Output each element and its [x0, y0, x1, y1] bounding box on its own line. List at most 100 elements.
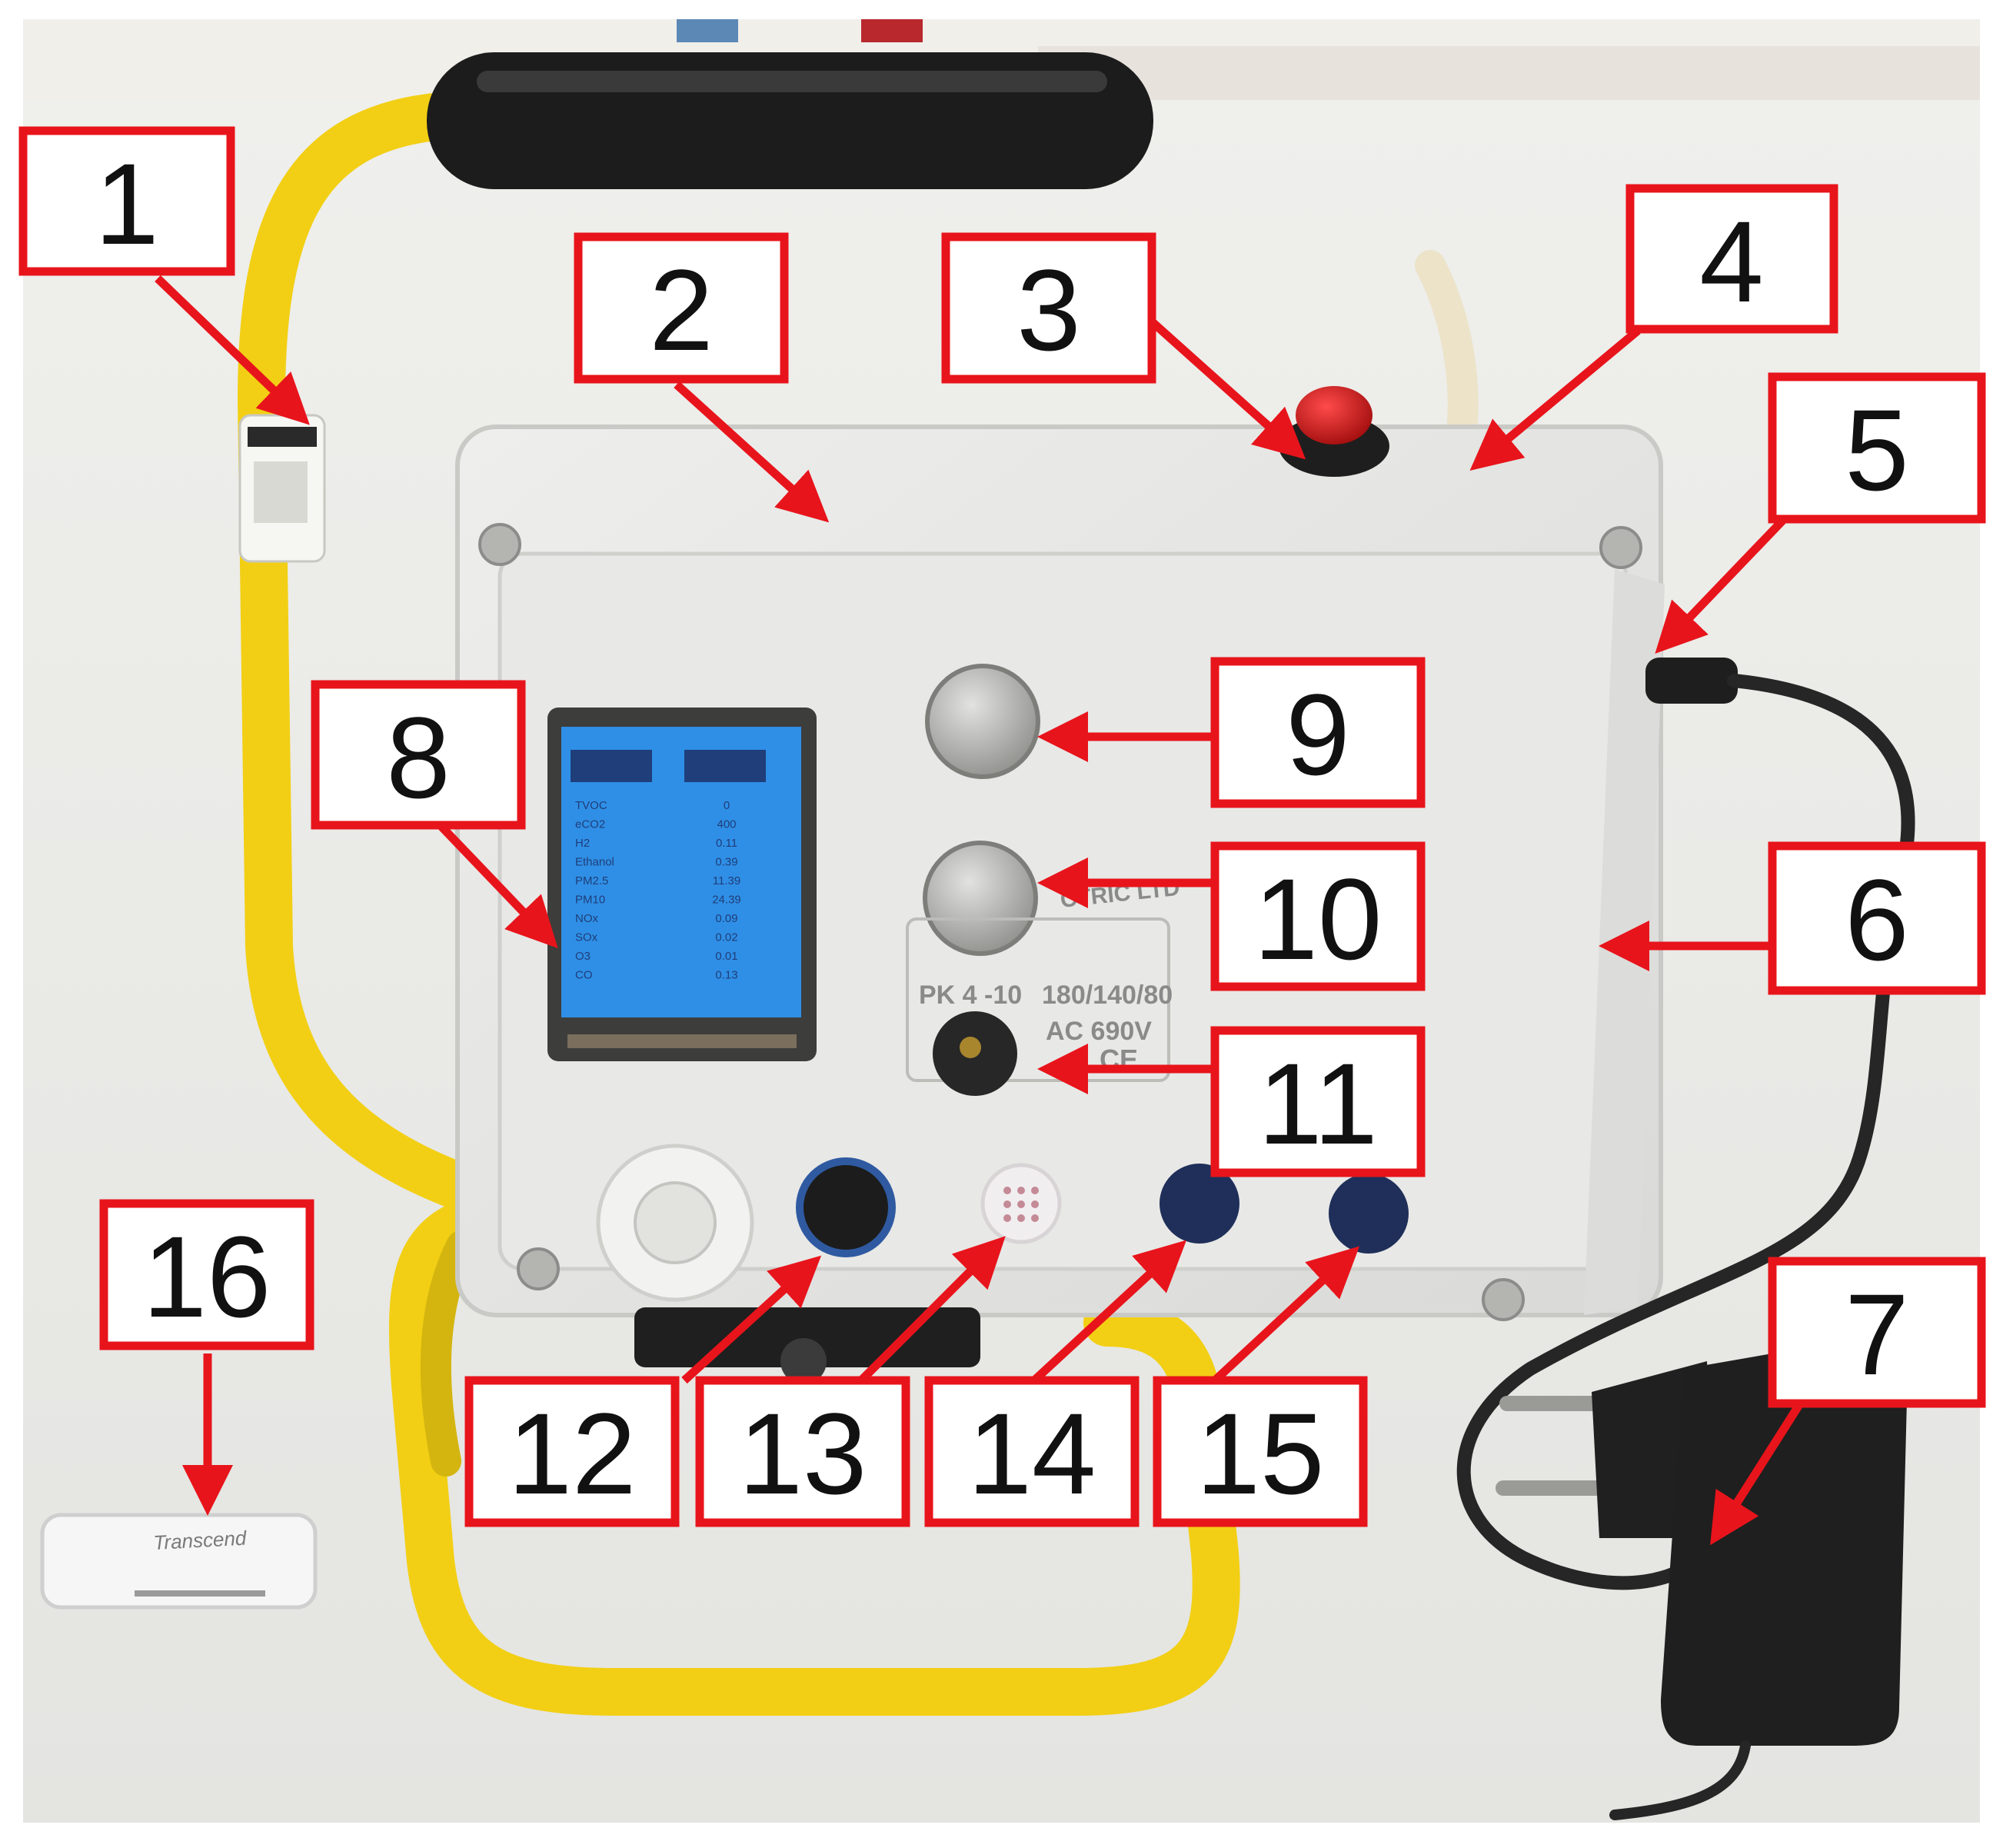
- callout-3: 3: [941, 232, 1156, 384]
- arrow-3: [1150, 319, 1306, 460]
- callout-5: 5: [1768, 372, 1986, 524]
- callout-2: 2: [574, 232, 789, 384]
- arrow-15: [1212, 1246, 1360, 1384]
- callout-4-number: 4: [1699, 197, 1763, 326]
- enclosure-label: CTRIC LTD PK 4 -10 180/140/80 AC 690V CE: [906, 875, 1181, 1082]
- display-row-value: 24.39: [712, 894, 741, 907]
- power-cable: [1456, 674, 1915, 1590]
- arrow-14: [1031, 1240, 1187, 1384]
- arrow-13: [858, 1236, 1006, 1384]
- gas-sensor-lower: [923, 841, 1038, 956]
- sensor-15: [1329, 1174, 1409, 1254]
- callout-6: 6: [1768, 841, 1986, 995]
- callout-9: 9: [1210, 657, 1426, 808]
- callout-13-number: 13: [739, 1389, 867, 1518]
- frame-clamp-knob: [780, 1338, 827, 1384]
- card-reader-body: [40, 1513, 318, 1610]
- callout-3-number: 3: [1016, 245, 1080, 375]
- display-row-value: 400: [717, 818, 736, 831]
- power-button: [1296, 386, 1372, 445]
- display-header-right: [684, 750, 766, 782]
- callout-11-number: 11: [1258, 1039, 1378, 1168]
- callout-16-number: 16: [143, 1212, 271, 1341]
- callout-arrows: [155, 275, 1818, 1546]
- callout-7: 7: [1768, 1257, 1986, 1408]
- screw-top-right: [1599, 526, 1642, 569]
- display-ribbon: [567, 1034, 797, 1048]
- callout-14-number: 14: [968, 1389, 1096, 1518]
- display-row-label: Ethanol: [575, 856, 614, 869]
- card-reader: Transcend: [40, 1513, 318, 1610]
- adapter-plug-pin-top: [1499, 1396, 1607, 1411]
- callout-15-number: 15: [1196, 1389, 1325, 1518]
- display-row-value: 0.13: [715, 969, 737, 982]
- frame-sticker-barcode: [248, 427, 317, 447]
- enclosure-label-rating: AC 690V: [1046, 1017, 1152, 1046]
- display-row-label: SOx: [575, 931, 598, 944]
- callout-10: 10: [1210, 841, 1426, 991]
- dc-power-jack: [1645, 658, 1738, 704]
- card-reader-brand: Transcend: [153, 1527, 248, 1554]
- callout-16: 16: [99, 1199, 314, 1350]
- callout-5-number: 5: [1845, 385, 1908, 514]
- callout-12: 12: [464, 1376, 680, 1527]
- power-adapter: [1496, 1338, 1907, 1820]
- arrow-5: [1655, 512, 1791, 654]
- arrow-8: [428, 812, 558, 948]
- adapter-body: [1661, 1338, 1907, 1746]
- display-row-label: PM10: [575, 894, 605, 907]
- display-row-label: O3: [575, 950, 591, 963]
- enclosure-label-sizes: 180/140/80: [1042, 981, 1173, 1010]
- enclosure-label-model: PK 4 -10: [919, 981, 1022, 1010]
- display-row-value: 0.09: [715, 912, 737, 925]
- callout-2-number: 2: [649, 245, 713, 375]
- callout-11: 11: [1210, 1026, 1426, 1177]
- callout-8: 8: [311, 680, 526, 830]
- sensor-14: [1160, 1164, 1239, 1244]
- callout-8-number: 8: [386, 693, 450, 822]
- frame-sticker-text: [254, 461, 308, 523]
- display-row-value: 0.02: [715, 931, 737, 944]
- callout-1-number: 1: [95, 139, 158, 268]
- callout-14: 14: [924, 1376, 1140, 1527]
- cable-top-blue: [677, 19, 738, 42]
- display-row-label: H2: [575, 837, 590, 850]
- arrow-12: [681, 1255, 822, 1384]
- display-row-value: 0.11: [716, 837, 737, 850]
- adapter-plug-pin-bottom: [1496, 1480, 1603, 1496]
- cable-gland: [596, 1144, 754, 1302]
- display-header-left: [571, 750, 652, 782]
- wall-trim: [1038, 46, 1980, 108]
- callout-1: 1: [18, 126, 235, 276]
- screw-bottom-right: [1482, 1278, 1525, 1321]
- display-row-value: 11.39: [713, 874, 740, 887]
- sensor-13-holes: [1003, 1187, 1039, 1222]
- display-row-label: CO: [575, 969, 593, 982]
- callout-7-number: 7: [1845, 1270, 1908, 1399]
- foam-handle-highlight: [477, 71, 1107, 92]
- screw-bottom-left: [517, 1247, 560, 1290]
- callout-4: 4: [1625, 184, 1838, 334]
- callout-10-number: 10: [1254, 854, 1382, 984]
- display-row-label: eCO2: [575, 818, 605, 831]
- display-row-label: TVOC: [575, 799, 607, 812]
- display-row-value: 0: [724, 799, 730, 812]
- callout-13: 13: [695, 1376, 910, 1527]
- callout-9-number: 9: [1286, 670, 1349, 799]
- cable-top-red: [861, 19, 923, 42]
- gas-sensor-upper: [925, 664, 1040, 779]
- arrow-1: [155, 275, 310, 425]
- card-reader-slot: [135, 1590, 265, 1597]
- cable-gland-inner: [634, 1181, 717, 1264]
- screw-top-left: [478, 523, 521, 566]
- display-row-label: NOx: [575, 912, 599, 925]
- callout-15: 15: [1153, 1376, 1368, 1527]
- arrow-4: [1469, 327, 1641, 471]
- adapter-cable-tail: [1609, 1740, 1751, 1820]
- callout-12-number: 12: [508, 1389, 637, 1518]
- callout-6-number: 6: [1845, 855, 1908, 984]
- sensor-12: [796, 1157, 896, 1257]
